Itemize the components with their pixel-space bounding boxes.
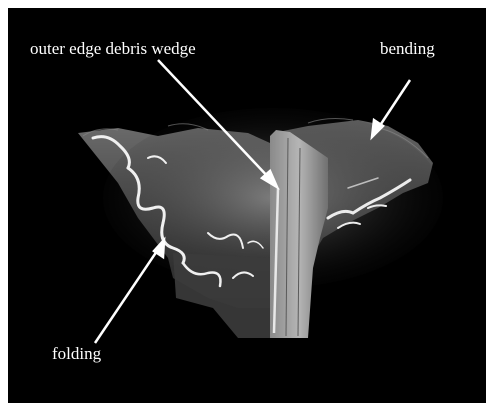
label-bending: bending <box>380 40 435 57</box>
arrow-bending <box>377 80 410 130</box>
label-outer-edge-debris-wedge: outer edge debris wedge <box>30 40 196 57</box>
arrow-folding <box>95 248 159 343</box>
label-folding: folding <box>52 345 101 362</box>
ct-scan-image: outer edge debris wedge bending folding <box>8 8 486 403</box>
